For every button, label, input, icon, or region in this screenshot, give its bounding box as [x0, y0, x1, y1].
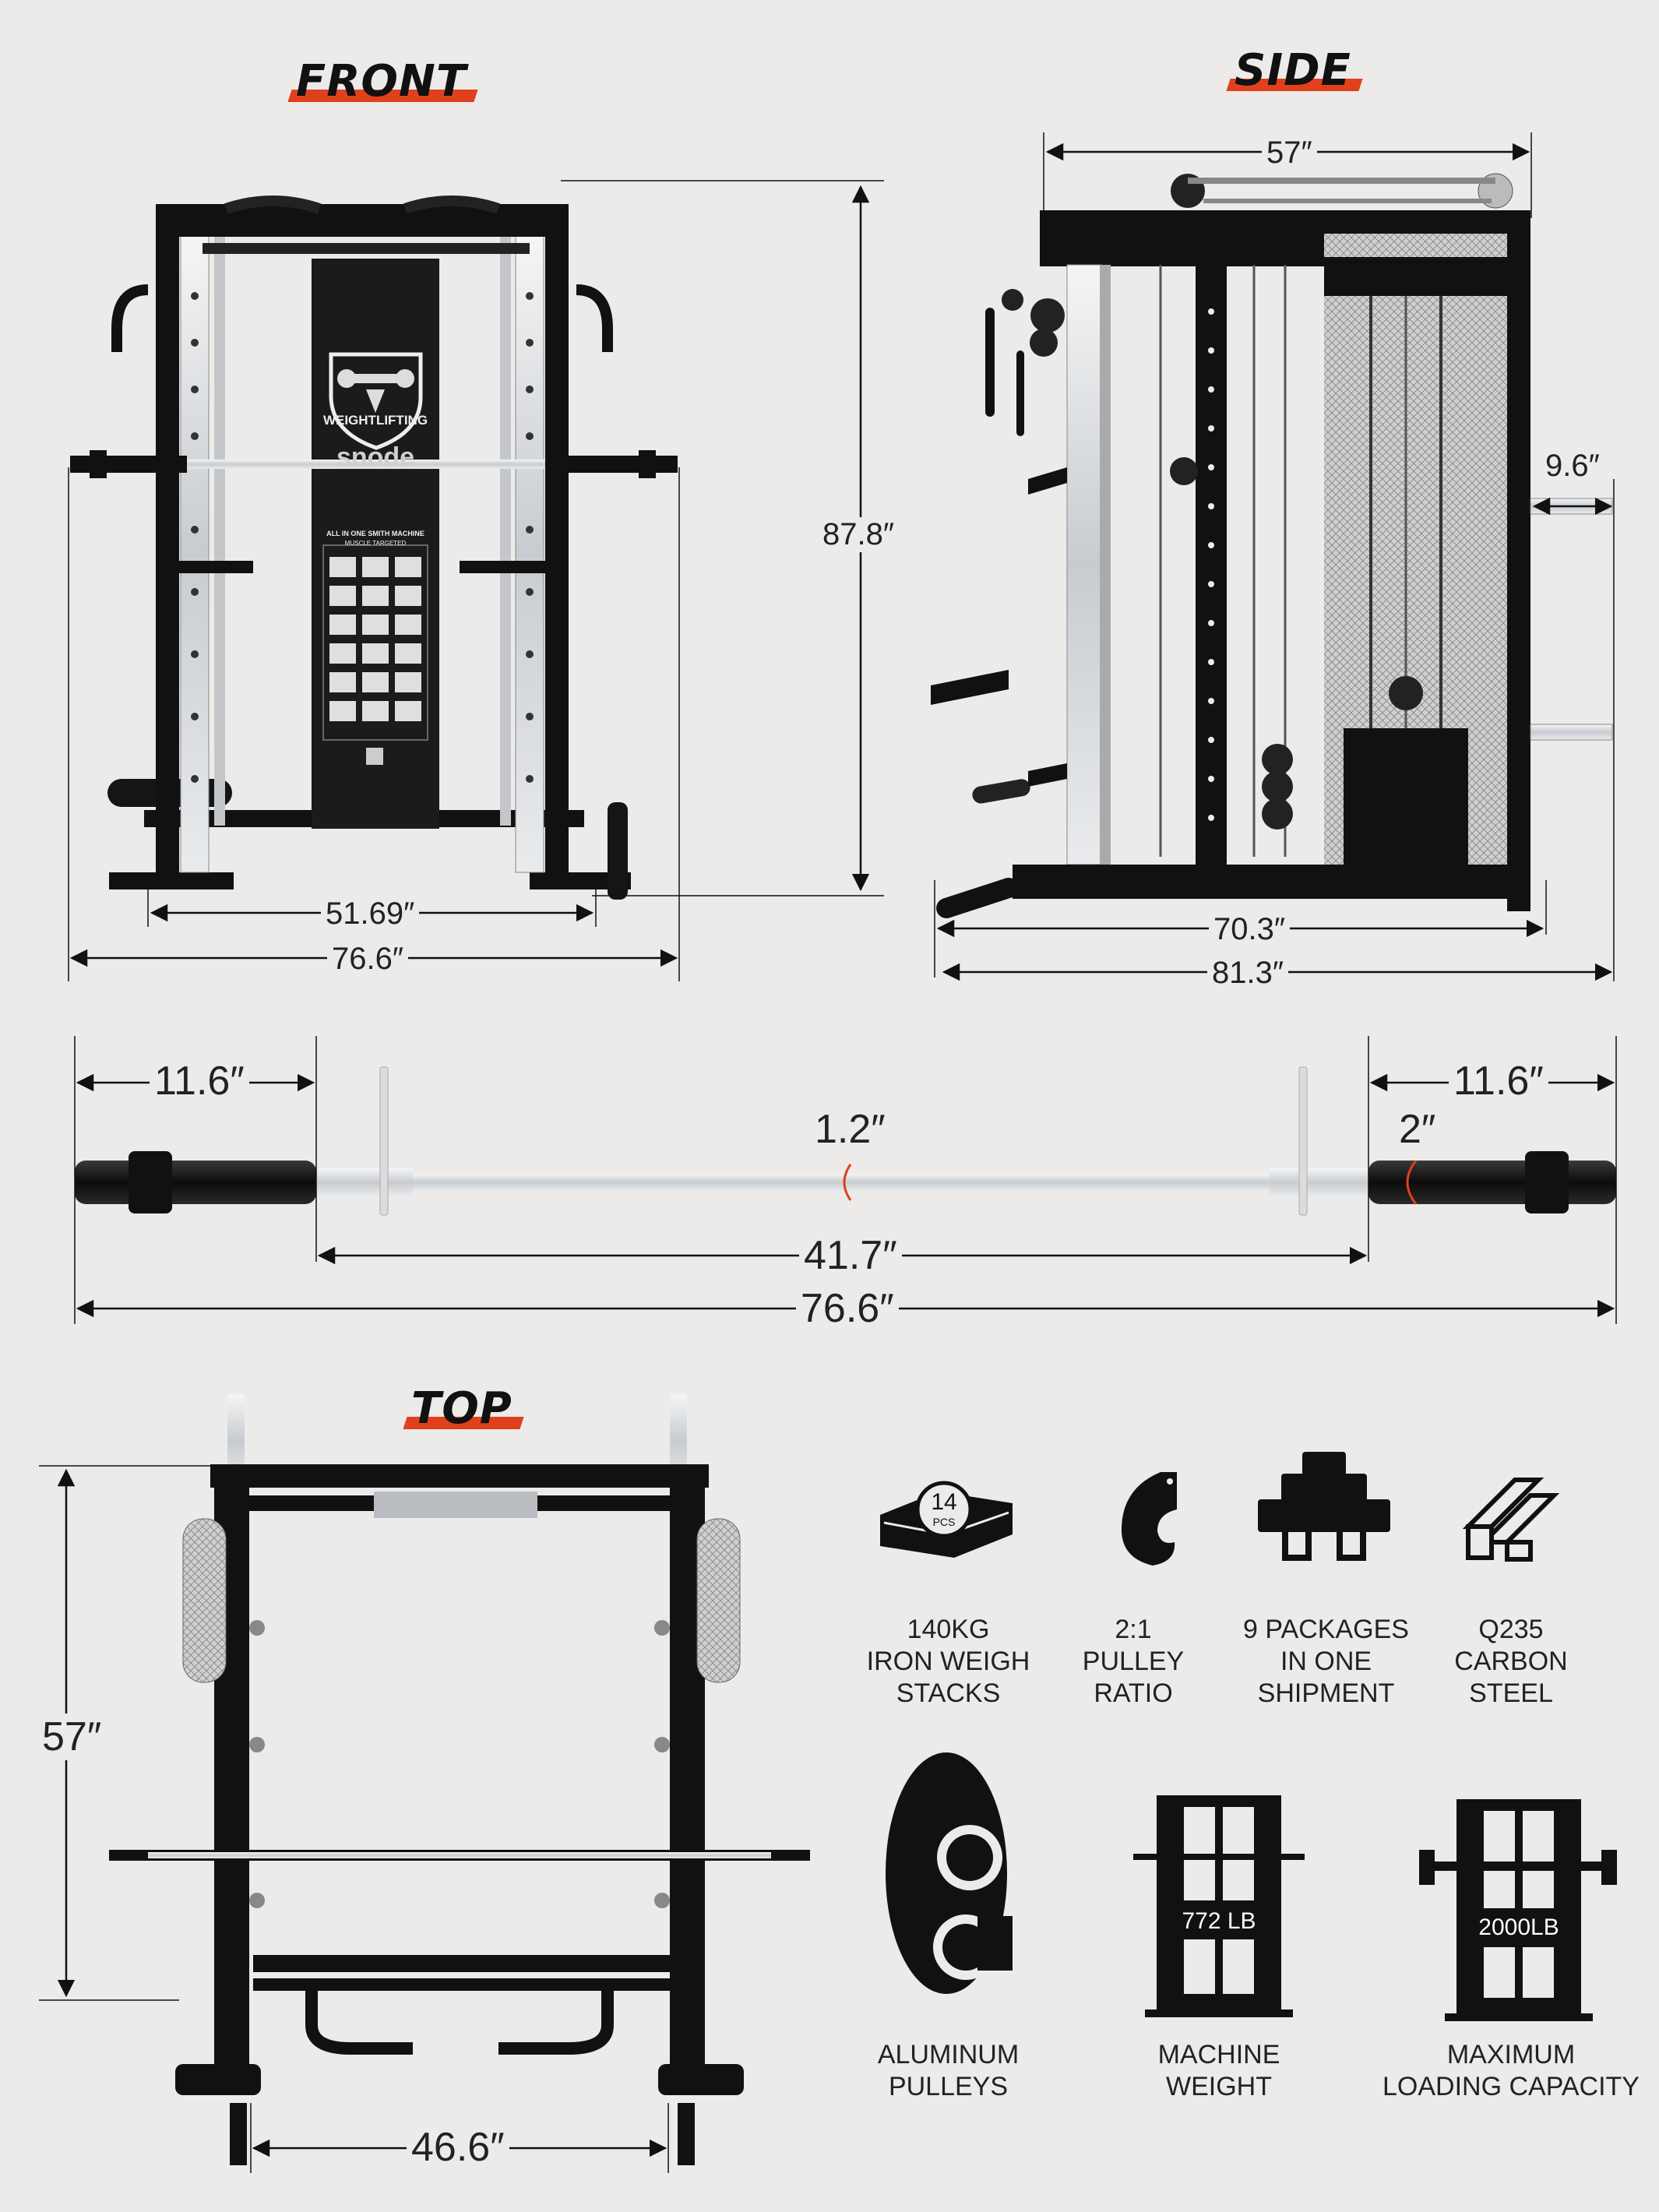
stack-badge-count: 14	[931, 1489, 957, 1515]
front-inner-width-label: 51.69″	[321, 896, 420, 932]
bar-right-sleeve-label: 11.6″	[1449, 1058, 1548, 1104]
front-panel-graphics	[322, 352, 428, 765]
feature-label-load-capacity: MAXIMUM LOADING CAPACITY	[1382, 2040, 1640, 2101]
top-width-label: 46.6″	[407, 2124, 509, 2171]
front-title: FRONT	[287, 56, 478, 107]
feature-label-pulley-ratio: 2:1 PULLEY RATIO	[1082, 1615, 1185, 1708]
feature-label-aluminum-pulleys: ALUMINUM PULLEYS	[877, 2040, 1020, 2101]
machine-weight-icon	[1133, 1795, 1305, 2017]
packages-icon	[1258, 1452, 1390, 1561]
bar-left-sleeve-label: 11.6″	[150, 1058, 249, 1104]
machine-weight-value: 772 LB	[1182, 1908, 1256, 1934]
brand-text: snode	[336, 442, 415, 472]
feature-label-weight-stacks: 140KG IRON WEIGH STACKS	[866, 1615, 1030, 1708]
feature-label-machine-weight: MACHINE WEIGHT	[1157, 2040, 1280, 2101]
front-view-machine	[70, 195, 678, 900]
side-overall-length-label: 81.3″	[1207, 956, 1289, 991]
top-dimensions	[39, 1465, 669, 2173]
pulley-ratio-icon	[1121, 1472, 1177, 1566]
top-title: TOP	[403, 1383, 524, 1434]
panel-subheading: MUSCLE TARGETED	[344, 540, 407, 547]
bar-total-length-label: 76.6″	[796, 1285, 899, 1332]
load-capacity-value: 2000LB	[1478, 1914, 1559, 1940]
panel-heading: ALL IN ONE SMITH MACHINE	[326, 530, 424, 537]
side-base-length-label: 70.3″	[1209, 912, 1291, 947]
side-handle-depth-label: 9.6″	[1541, 449, 1604, 484]
load-capacity-icon	[1419, 1799, 1617, 2021]
side-view-machine	[931, 173, 1613, 918]
stack-badge-unit: PCS	[932, 1516, 956, 1528]
top-view-machine	[109, 1394, 810, 2165]
front-outer-width-label: 76.6″	[327, 942, 409, 977]
feature-label-carbon-steel: Q235 CARBON STEEL	[1454, 1615, 1568, 1708]
weight-stack-icon	[880, 1481, 1013, 1558]
sleeve-diameter-label: 2″	[1399, 1107, 1436, 1152]
bar-shaft-length-label: 41.7″	[799, 1232, 902, 1279]
feature-label-packages: 9 PACKAGES IN ONE SHIPMENT	[1243, 1615, 1409, 1708]
side-title: SIDE	[1226, 45, 1363, 96]
front-height-label: 87.8″	[818, 517, 900, 552]
aluminum-pulley-icon	[886, 1752, 1013, 1994]
side-top-length-label: 57″	[1262, 136, 1317, 171]
steel-beam-icon	[1462, 1478, 1560, 1562]
barbell	[75, 1066, 1616, 1216]
bar-diameter-label: 1.2″	[815, 1107, 886, 1152]
logo-text: WEIGHTLIFTING	[322, 413, 428, 428]
top-depth-label: 57″	[37, 1714, 107, 1760]
